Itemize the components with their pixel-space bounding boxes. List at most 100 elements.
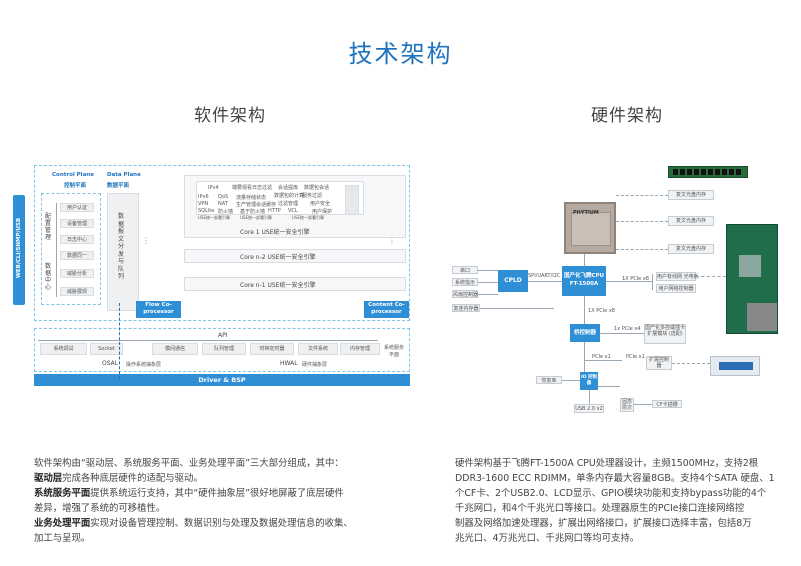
- mem-left: 复连内存器: [452, 304, 480, 312]
- api-item-5: 文件系统: [298, 343, 338, 355]
- data-plane-title: Data Plane: [107, 172, 141, 178]
- web-cli-bar: WEB/CLI/SNMP/USB: [13, 195, 25, 305]
- core1-feature: NAT: [218, 201, 228, 207]
- core1-feature: 过滤管理: [278, 201, 299, 207]
- core1-feature: 数据包的计算: [274, 193, 305, 199]
- control-plane-box: [41, 193, 101, 305]
- ellipsis: ⋮: [388, 236, 396, 245]
- cp-item-5: 威胁展现: [60, 287, 94, 296]
- core1-feature: 会话缓存: [256, 202, 277, 208]
- core1-feature: 流量存储: [236, 195, 257, 201]
- software-description: 软件架构由“驱动层、系统服务平面、业务处理平面”三大部分组成，其中： 驱动层完成…: [34, 456, 394, 546]
- control-plane-title-cn: 控制平面: [64, 183, 87, 189]
- spi-label: SPI/UART/I2C: [528, 273, 561, 279]
- port-fan: 风扇控制器: [452, 290, 479, 298]
- sw-desc-line: 系统服务平面提供系统运行支持，其中“硬件抽象层”很好地屏蔽了底层硬件: [34, 488, 344, 499]
- nic-box-1: 用户有线网 光电板: [656, 272, 699, 281]
- hw-desc-line: 个CF卡、2个USB2.0、LCD显示、GPIO模块功能和支持bypass功能的…: [455, 488, 767, 499]
- software-diagram: WEB/CLI/SNMP/USB Control Plane 控制平面 配置管理…: [12, 163, 412, 393]
- nic-box-2: 用户网络控制器: [656, 284, 696, 293]
- coren1-box: [184, 277, 406, 291]
- page-title: 技术架构: [348, 40, 453, 68]
- core1-feature: 服务过滤: [302, 193, 323, 199]
- bottom-left-box: 恢复库: [536, 376, 562, 384]
- core1-feature: 用户保护: [312, 209, 333, 215]
- content-coprocessor: Content Co-processor: [364, 301, 409, 318]
- core1-feature: USE统一部署引擎: [240, 215, 272, 220]
- service-frame: [34, 328, 410, 372]
- expansion-box: 扩展控制器: [646, 356, 672, 370]
- api-item-1: Socket: [90, 343, 123, 355]
- dataflow-arrow: [119, 303, 120, 379]
- core1-feature: IPv6: [198, 194, 209, 200]
- osal-label: OSAL: [102, 360, 119, 367]
- ram-module: [668, 166, 748, 178]
- hardware-diagram: PHYTIUM 复文光盘内存 复文光盘内存 复文光盘内存 串口 系统指示 风扇控…: [446, 160, 791, 420]
- cp-item-4: 威胁分析: [60, 269, 94, 278]
- core1-feature: IPv4: [208, 185, 219, 191]
- cpu-box: 国产化飞腾CPU FT-1500A: [562, 266, 606, 296]
- os-abstraction-label: 操作系统抽象层: [126, 362, 162, 368]
- ddr-box-3: 复文光盘内存: [668, 244, 714, 254]
- hardware-description: 硬件架构基于飞腾FT-1500A CPU处理器设计，主频1500MHz，支持2根…: [455, 456, 795, 546]
- pcie-x1b-label: PCIe x1: [626, 354, 645, 360]
- cp-item-2: 日志中心: [60, 235, 94, 244]
- core1-feature: USE统一部署引擎: [198, 215, 230, 220]
- io-controller: IO 控制器: [580, 372, 598, 390]
- core1-feature: HTTP: [268, 208, 281, 214]
- core1-feature: SQLite: [198, 208, 215, 214]
- coren1-label: Core n-1 USE统一安全引擎: [240, 282, 316, 289]
- sw-desc-line: 加工与呈现。: [34, 533, 91, 544]
- system-service-label: 系统服务平面: [384, 345, 405, 358]
- bridge-box: 桥控制器: [570, 324, 600, 342]
- api-item-6: 内存管理: [340, 343, 380, 355]
- api-label: API: [218, 332, 228, 339]
- api-item-3: 队列管理: [202, 343, 246, 355]
- core1-feature: 防火墙: [218, 209, 234, 215]
- hw-desc-line: DDR3-1600 ECC RDIMM，单条内存最大容量8GB。支持4个SATA…: [455, 473, 775, 484]
- ellipsis: ⋮: [142, 236, 150, 245]
- cpld-box: CPLD: [498, 270, 528, 292]
- packet-forward-box: [107, 193, 139, 311]
- core1-feature: 会话提炼: [278, 185, 299, 191]
- driver-bsp-bar: Driver & BSP: [34, 374, 410, 386]
- software-subtitle: 软件架构: [194, 106, 266, 126]
- nic-board: [726, 224, 778, 334]
- core1-feature: USE统一部署引擎: [292, 215, 324, 220]
- core1-feature: 用户安全: [310, 201, 331, 207]
- cp-item-0: 用户认证: [60, 203, 94, 212]
- api-item-2: 模间通信: [152, 343, 198, 355]
- hwal-label: HWAL: [280, 360, 298, 367]
- ddr-box-1: 复文光盘内存: [668, 190, 714, 200]
- port-indicator: 系统指示: [452, 278, 478, 286]
- sw-desc-line: 驱动层完成各种底层硬件的适配与驱动。: [34, 473, 203, 484]
- cf-box: CF卡插槽: [652, 400, 682, 408]
- core2-box: [184, 249, 406, 263]
- core1-feature: VPN: [198, 201, 209, 207]
- sata-box: 固态 层次: [620, 398, 634, 412]
- core1-feature: 基于防火墙: [240, 209, 266, 215]
- sw-desc-line: 差异，增强了系统的可移植性。: [34, 503, 166, 514]
- pcie-x8-label: 1X PCIe x8: [588, 308, 615, 314]
- planes-frame: [34, 165, 410, 321]
- hw-desc-line: 制器及网络加速处理器，扩展出网络接口，扩展接口选择丰富，包括8万: [455, 518, 752, 529]
- hw-desc-line: 硬件架构基于飞腾FT-1500A CPU处理器设计，主频1500MHz，支持2根: [455, 458, 759, 469]
- port-serial: 串口: [452, 266, 478, 274]
- hardware-subtitle: 硬件架构: [591, 106, 663, 126]
- pcie-x1-label: PCIe x1: [592, 354, 611, 360]
- api-item-4: 时钟定时器: [250, 343, 294, 355]
- hw-desc-line: 兆光口、4万兆光口、千兆网口等均可支持。: [455, 533, 640, 544]
- core1-feature: VCL: [288, 208, 298, 214]
- net-accel-box: 国产化多控或插卡 扩展模块 (选配): [644, 324, 686, 344]
- cp-item-3: 数据同一: [60, 251, 94, 260]
- core1-feature: 数据包会话: [304, 185, 330, 191]
- core1-feature: QoS: [218, 194, 229, 200]
- pcie-x4-label: 1x PCIe x4: [614, 326, 641, 332]
- data-plane-title-cn: 数据平面: [107, 183, 130, 189]
- expansion-board: [710, 356, 760, 376]
- core1-feature: 日志过滤: [252, 185, 273, 191]
- config-mgmt-label: 配置管理: [45, 213, 52, 241]
- hw-desc-line: 千兆网口，和4个千兆光口等接口。处理器原生的PCIe接口连接网络控: [455, 503, 745, 514]
- core1-label: Core 1 USE统一安全引擎: [240, 229, 310, 236]
- sw-desc-line: 软件架构由“驱动层、系统服务平面、业务处理平面”三大部分组成，其中：: [34, 458, 344, 469]
